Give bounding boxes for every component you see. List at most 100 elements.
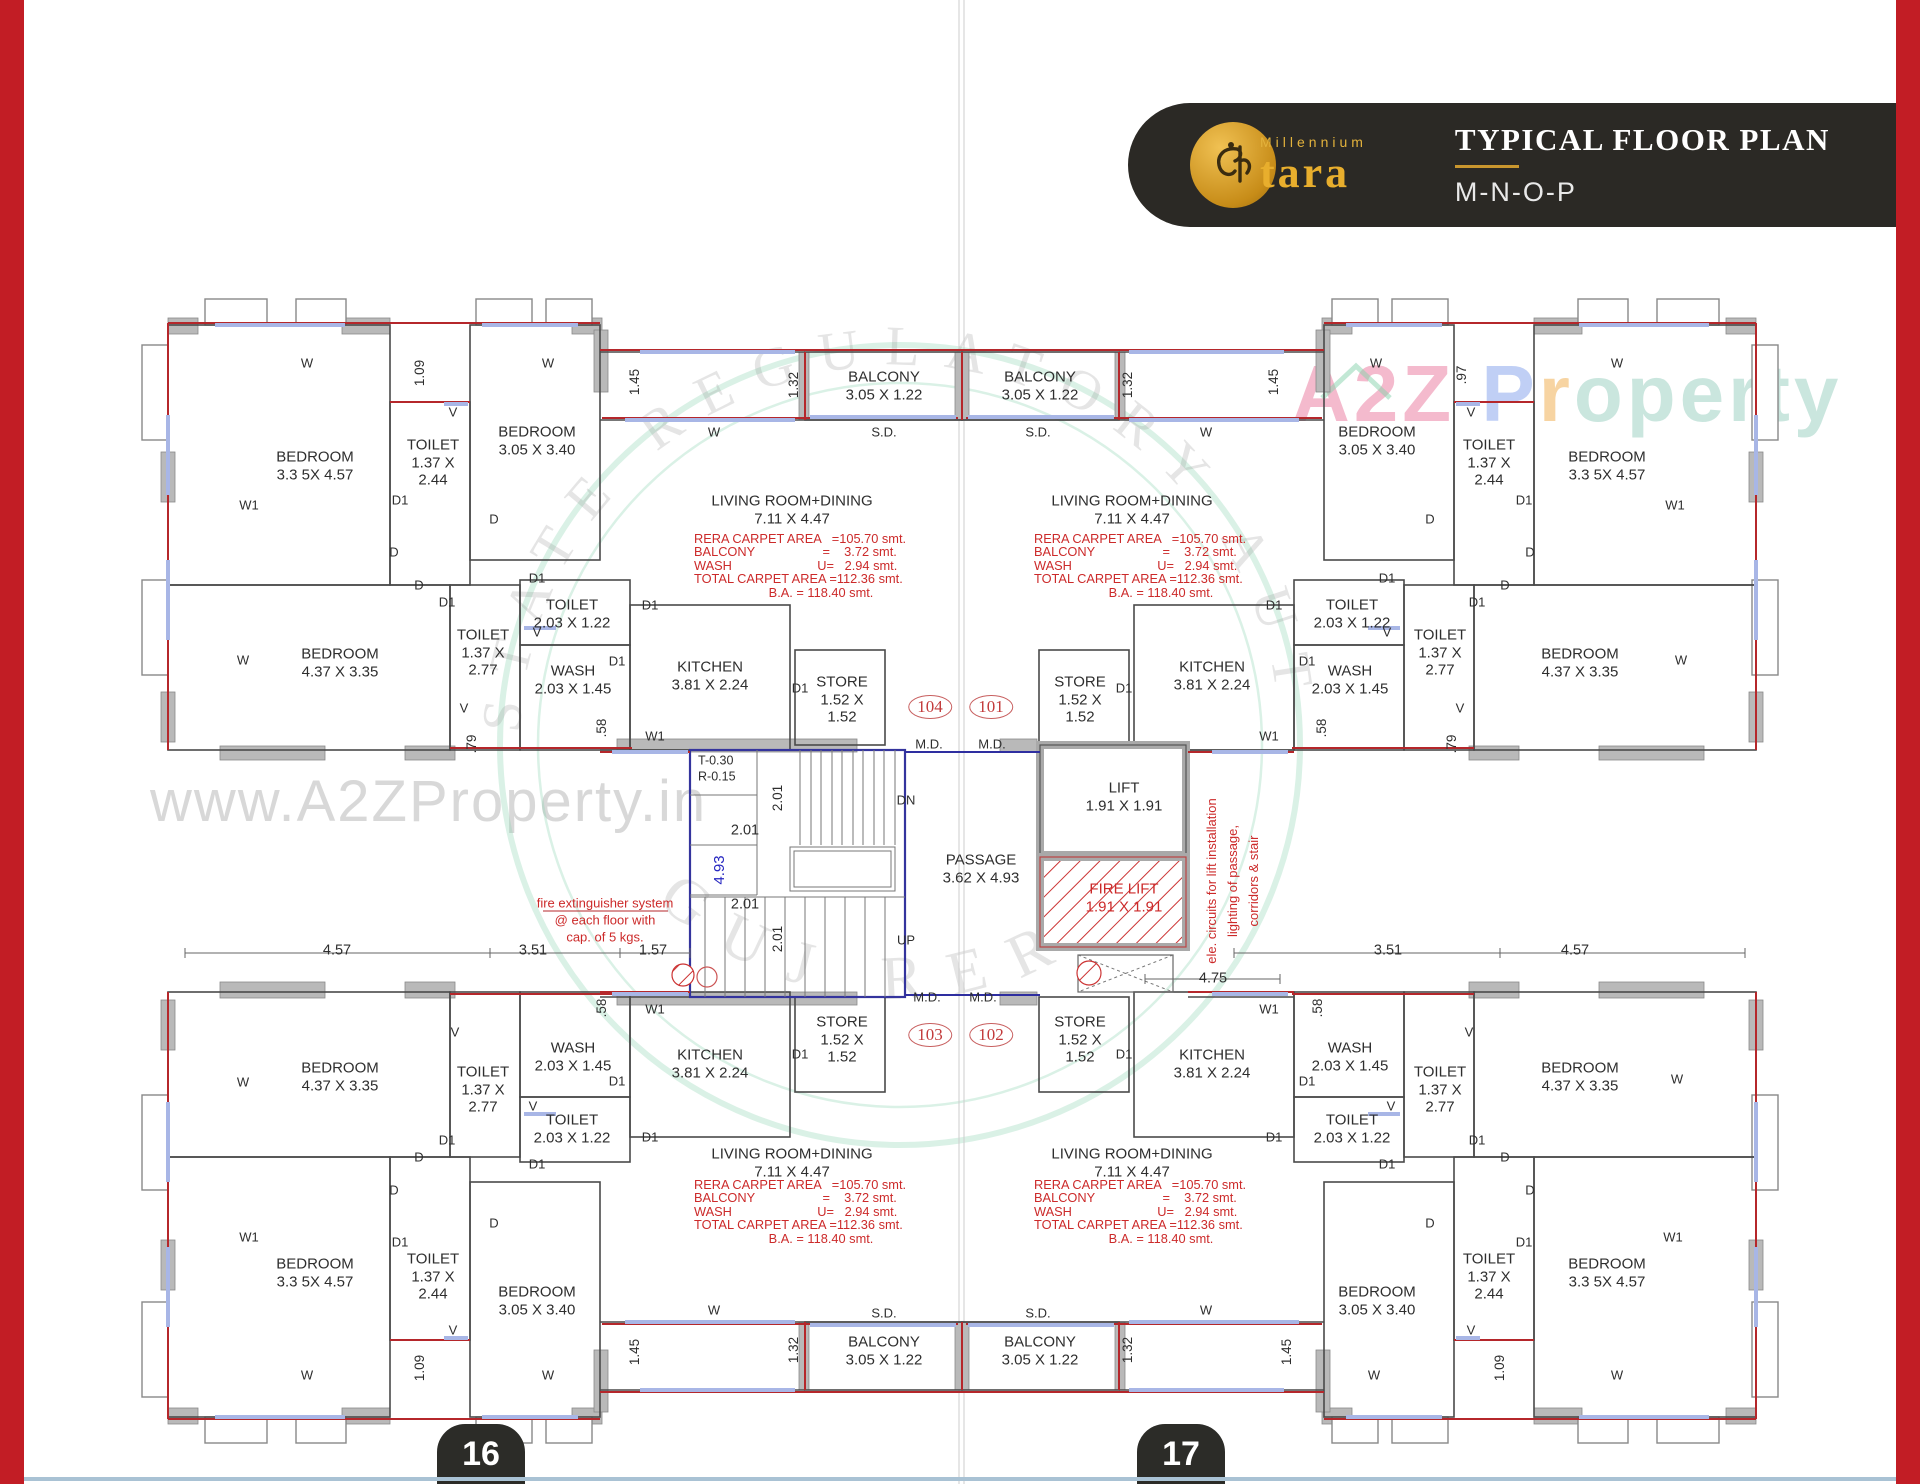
unit-number-badge: 103 [908, 1022, 952, 1048]
fixture-marker: W [300, 355, 314, 371]
fixture-marker: V [532, 624, 542, 640]
lift-core [671, 741, 1190, 996]
watermark-rest: operty [1573, 349, 1843, 438]
fixture-marker: D1 [528, 570, 546, 586]
fixture-marker: D1 [1378, 1156, 1396, 1172]
fixture-marker: W [236, 652, 250, 668]
unit-number-badge: 104 [908, 694, 952, 720]
fixture-marker: M.D. [969, 989, 997, 1005]
brand-antara: tara [1260, 148, 1351, 197]
dimension-label: 3.51 [1373, 942, 1403, 959]
dimension-label: 1.32 [786, 371, 802, 399]
room-label: TOILET 1.37 X 2.44 [1462, 1250, 1516, 1303]
fixture-marker: UP [896, 932, 916, 948]
room-label: BEDROOM 3.05 X 3.40 [498, 423, 576, 458]
dimension-label: 2.01 [730, 896, 760, 913]
dimension-label: .79 [1444, 734, 1460, 754]
room-label: LIVING ROOM+DINING 7.11 X 4.47 [711, 492, 873, 527]
dimension-label: 1.09 [412, 359, 428, 387]
room-label: STORE 1.52 X 1.52 [816, 673, 868, 726]
fixture-marker: W1 [239, 497, 259, 513]
dimension-label: .79 [464, 734, 480, 754]
room-label: BEDROOM 3.05 X 3.40 [1338, 423, 1416, 458]
watermark-site-url: www.A2ZProperty.in [150, 769, 708, 834]
room-label: TOILET 2.03 X 1.22 [1313, 596, 1391, 631]
fixture-marker: V [448, 1322, 458, 1338]
fixture-marker: W [541, 355, 555, 371]
room-label: BEDROOM 3.05 X 3.40 [498, 1283, 576, 1318]
rera-area-note: RERA CARPET AREA =105.70 smt. BALCONY = … [694, 531, 907, 600]
fixture-marker: M.D. [913, 989, 941, 1005]
fixture-marker: D [389, 544, 399, 560]
staircase [688, 748, 907, 999]
fire-equipment-icon [696, 966, 718, 988]
room-label: TOILET 1.37 X 2.77 [456, 1063, 510, 1116]
fixture-marker: V [1466, 1322, 1476, 1338]
fixture-marker: W [236, 1074, 250, 1090]
fixture-marker: D [1500, 1149, 1510, 1165]
fixture-marker: W [1670, 1071, 1684, 1087]
bottom-rule [0, 1477, 1920, 1481]
dimension-label: 1.09 [412, 1354, 428, 1382]
red-edge-left [0, 0, 24, 1484]
room-label: LIFT 1.91 X 1.91 [1085, 779, 1163, 814]
room-label: BALCONY 3.05 X 1.22 [1001, 1333, 1079, 1368]
dimension-lines [184, 948, 1746, 984]
watermark-p: P [1481, 349, 1539, 438]
dimension-label: 4.57 [1560, 942, 1590, 959]
room-label: BALCONY 3.05 X 1.22 [845, 1333, 923, 1368]
room-label: BEDROOM 3.3 5X 4.57 [276, 448, 354, 483]
fixture-marker: W1 [1259, 1001, 1279, 1017]
room-label: TOILET 1.37 X 2.77 [1413, 626, 1467, 679]
room-label: BEDROOM 4.37 X 3.35 [301, 645, 379, 680]
fixture-marker: W1 [1665, 497, 1685, 513]
fixture-marker: D1 [391, 492, 409, 508]
rera-area-note: RERA CARPET AREA =105.70 smt. BALCONY = … [694, 1177, 907, 1246]
room-label: STORE 1.52 X 1.52 [816, 1013, 868, 1066]
room-label: BEDROOM 3.3 5X 4.57 [1568, 1255, 1646, 1290]
fixture-marker: M.D. [978, 736, 1006, 752]
room-label: WASH 2.03 X 1.45 [1311, 662, 1389, 697]
room-label: TOILET 1.37 X 2.44 [1462, 436, 1516, 489]
page-fold-line [958, 0, 965, 1484]
dimension-label: 4.75 [1198, 970, 1228, 987]
dimension-label: .58 [1310, 998, 1326, 1018]
fixture-marker: W [1610, 1367, 1624, 1383]
fixture-marker: W1 [239, 1229, 259, 1245]
stair-note: R-0.15 [698, 769, 736, 784]
room-label: BEDROOM 4.37 X 3.35 [301, 1059, 379, 1094]
dimension-label: .58 [594, 998, 610, 1018]
fixture-marker: W [1199, 1302, 1213, 1318]
room-label: BEDROOM 3.3 5X 4.57 [1568, 448, 1646, 483]
room-label: WASH 2.03 X 1.45 [534, 1039, 612, 1074]
fixture-marker: V [450, 1024, 460, 1040]
room-label: WASH 2.03 X 1.45 [1311, 1039, 1389, 1074]
room-label: STORE 1.52 X 1.52 [1054, 673, 1106, 726]
rera-area-note: RERA CARPET AREA =105.70 smt. BALCONY = … [1034, 531, 1247, 600]
room-label: LIVING ROOM+DINING 7.11 X 4.47 [711, 1145, 873, 1180]
room-label: BEDROOM 3.05 X 3.40 [1338, 1283, 1416, 1318]
fixture-marker: W1 [645, 1001, 665, 1017]
room-label: LIVING ROOM+DINING 7.11 X 4.47 [1051, 492, 1213, 527]
fixture-marker: V [1464, 1024, 1474, 1040]
fixture-marker: D1 [1468, 594, 1486, 610]
room-label: BEDROOM 4.37 X 3.35 [1541, 1059, 1619, 1094]
dimension-label: .97 [1454, 365, 1470, 385]
dimension-label: 1.45 [1266, 368, 1282, 396]
fixture-marker: D1 [1265, 597, 1283, 613]
dimension-label: 2.01 [770, 784, 786, 812]
fixture-marker: D [389, 1182, 399, 1198]
fixture-marker: D1 [608, 653, 626, 669]
room-label: TOILET 2.03 X 1.22 [533, 596, 611, 631]
fixture-marker: D [1525, 1182, 1535, 1198]
fixture-marker: D1 [438, 594, 456, 610]
fire-lift-label: FIRE LIFT 1.91 X 1.91 [1085, 880, 1163, 915]
fixture-marker: W [541, 1367, 555, 1383]
room-label: TOILET 1.37 X 2.44 [406, 1250, 460, 1303]
fixture-marker: W [707, 1302, 721, 1318]
room-label: BEDROOM 3.3 5X 4.57 [276, 1255, 354, 1290]
fixture-marker: D [1525, 544, 1535, 560]
title-underline [1454, 165, 1519, 168]
fixture-marker: D1 [1515, 492, 1533, 508]
